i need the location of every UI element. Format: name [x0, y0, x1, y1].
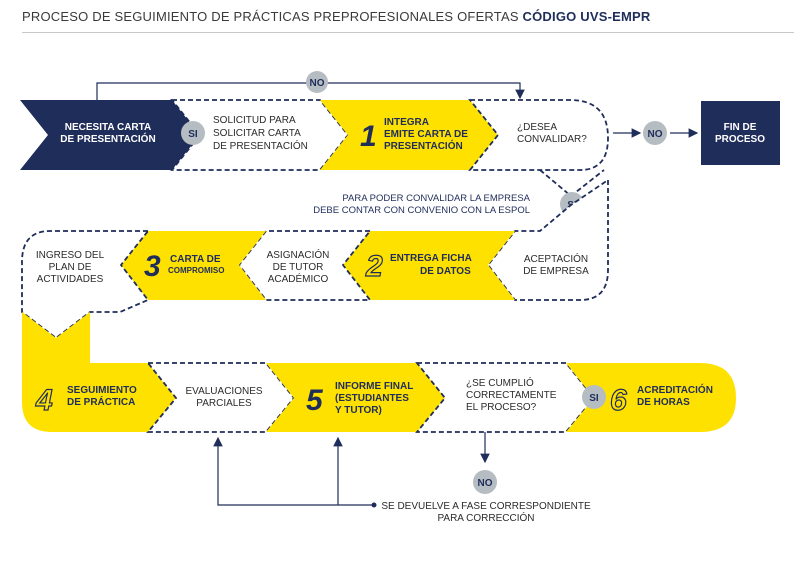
step4-shape	[22, 312, 176, 432]
page-title: PROCESO DE SEGUIMIENTO DE PRÁCTICAS PREP…	[22, 9, 651, 24]
step4-line1: SEGUIMIENTO	[67, 385, 137, 396]
asignacion-line3: ACADÉMICO	[268, 272, 329, 285]
return-dot	[371, 502, 377, 508]
convenio-note-line1: PARA PODER CONVALIDAR LA EMPRESA	[342, 193, 530, 204]
step2-chevron	[343, 231, 515, 300]
cumplio-line2: CORRECTAMENTE	[466, 390, 557, 401]
row3-no-label: NO	[478, 478, 493, 489]
start-si-circle	[181, 121, 205, 145]
row3-no-circle	[473, 470, 497, 494]
step6-shape	[566, 363, 736, 432]
step5-number: 5	[306, 384, 324, 417]
start-text-line1: NECESITA CARTA	[65, 122, 151, 133]
aceptacion-shape	[486, 178, 609, 301]
step4-number: 4	[35, 384, 53, 417]
top-no-label: NO	[310, 78, 325, 89]
step1-line3: PRESENTACIÓN	[384, 139, 463, 152]
convalidar-no-circle	[643, 121, 667, 145]
plan-line2: PLAN DE	[49, 262, 92, 273]
step6-si-label: SI	[589, 393, 599, 404]
start-text-line2: DE PRESENTACIÓN	[60, 132, 155, 145]
solicitud-line3: DE PRESENTACIÓN	[213, 139, 308, 152]
step5-chevron	[266, 363, 445, 432]
plan-actividades-shape	[21, 230, 150, 340]
return-arrow-evaluaciones	[213, 436, 372, 506]
step3-number: 3	[144, 250, 161, 283]
step6-si-circle	[582, 385, 606, 409]
convalidar-q-line1: ¿DESEA	[517, 122, 557, 133]
step4-line2: DE PRÁCTICA	[67, 395, 135, 408]
title-divider	[22, 32, 794, 33]
solicitud-line1: SOLICITUD PARA	[213, 115, 296, 126]
step3-line1: CARTA DE	[170, 254, 221, 265]
cumplio-line1: ¿SE CUMPLIÓ	[466, 376, 534, 389]
asignacion-line1: ASIGNACIÓN	[267, 248, 330, 261]
step1-number: 1	[360, 120, 377, 153]
end-line1: FIN DE	[724, 122, 757, 133]
start-si-label: SI	[188, 129, 198, 140]
return-line2: PARA CORRECCIÓN	[437, 511, 534, 524]
start-chevron	[20, 100, 200, 170]
step2-line1: ENTREGA FICHA	[390, 253, 472, 264]
step5-line1: INFORME FINAL	[335, 381, 413, 392]
aceptacion-line1: ACEPTACIÓN	[524, 252, 588, 265]
solicitud-line2: SOLICITAR CARTA	[213, 128, 301, 139]
plan-line1: INGRESO DEL	[36, 250, 105, 261]
top-no-circle	[306, 71, 328, 93]
evaluaciones-chevron	[146, 362, 296, 433]
evaluaciones-line2: PARCIALES	[196, 398, 252, 409]
step1-line2: EMITE CARTA DE	[384, 129, 468, 140]
asignacion-line2: DE TUTOR	[273, 262, 324, 273]
step1-line1: INTEGRA	[384, 117, 429, 128]
convenio-note-line2: DEBE CONTAR CON CONVENIO CON LA ESPOL	[313, 205, 530, 216]
convalidar-q-line2: CONVALIDAR?	[517, 134, 587, 145]
end-box	[701, 101, 780, 165]
step5-line3: Y TUTOR)	[335, 405, 382, 416]
aceptacion-line2: DE EMPRESA	[523, 266, 589, 277]
step3-chevron	[121, 231, 266, 300]
step6-line2: DE HORAS	[637, 397, 690, 408]
convalidar-question-shape	[468, 99, 609, 171]
plan-line3: ACTIVIDADES	[37, 274, 104, 285]
cumplio-line3: EL PROCESO?	[466, 402, 537, 413]
evaluaciones-line1: EVALUACIONES	[185, 386, 262, 397]
step1-chevron	[320, 100, 498, 170]
convalidar-no-label: NO	[648, 129, 663, 140]
step5-line2: (ESTUDIANTES	[335, 393, 409, 404]
step6-number: 6	[610, 384, 627, 417]
step2-line2: DE DATOS	[420, 266, 471, 277]
step3-line2: COMPROMISO	[168, 266, 224, 275]
return-line1: SE DEVUELVE A FASE CORRESPONDIENTE	[381, 501, 591, 512]
end-line2: PROCESO	[715, 134, 765, 145]
step2-number: 2	[365, 250, 383, 283]
step6-line1: ACREDITACIÓN	[637, 383, 713, 396]
